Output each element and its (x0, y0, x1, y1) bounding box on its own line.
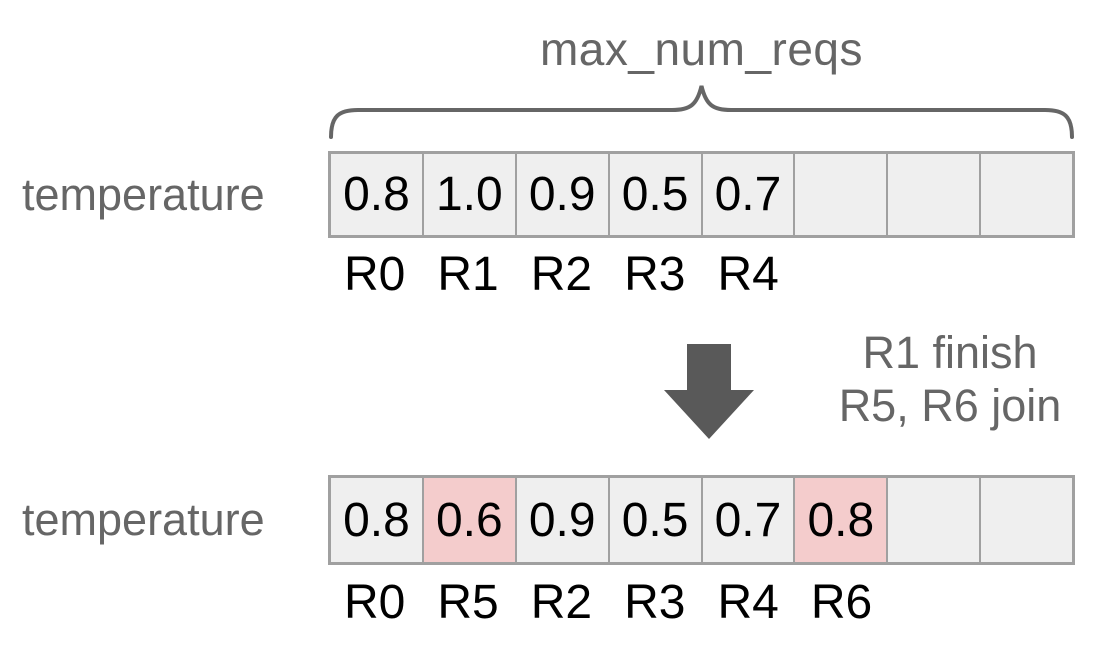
transition-note-line1: R1 finish (862, 327, 1038, 378)
max-num-reqs-label: max_num_reqs (539, 23, 864, 75)
array-cell (793, 154, 887, 235)
request-label: R1 (437, 247, 499, 301)
transition-note: R1 finish R5, R6 join (800, 327, 1100, 432)
array-cell: 1.0 (421, 154, 515, 235)
request-label: R2 (530, 575, 593, 629)
array-cell: 0.7 (700, 154, 794, 235)
brace-icon (329, 85, 1074, 139)
request-label: R3 (624, 247, 686, 301)
down-arrow-icon (664, 344, 754, 439)
array-cell (886, 154, 980, 235)
array-cell (979, 478, 1072, 562)
temperature-array-top: 0.8 1.0 0.9 0.5 0.7 (328, 151, 1075, 238)
request-label: R4 (717, 575, 779, 629)
array-cell: 0.6 (421, 478, 515, 562)
request-labels-top: R0 R1 R2 R3 R4 (328, 247, 1075, 301)
request-labels-bottom: R0 R5 R2 R3 R4 R6 (328, 575, 1075, 629)
array-cell: 0.9 (514, 154, 608, 235)
array-cell: 0.5 (607, 154, 701, 235)
request-label: R2 (530, 247, 593, 301)
array-cell: 0.8 (331, 154, 422, 235)
array-cell (979, 154, 1072, 235)
request-label: R4 (717, 247, 779, 301)
temperature-array-bottom: 0.8 0.6 0.9 0.5 0.7 0.8 (328, 475, 1075, 565)
temperature-label-top: temperature (22, 168, 265, 220)
request-label: R6 (810, 575, 873, 629)
array-cell: 0.8 (793, 478, 887, 562)
array-cell: 0.8 (331, 478, 422, 562)
request-label (982, 247, 1075, 301)
request-label (888, 247, 981, 301)
transition-note-line2: R5, R6 join (838, 379, 1062, 431)
array-cell (886, 478, 980, 562)
request-label: R0 (344, 575, 406, 629)
request-label: R5 (437, 575, 499, 629)
temperature-label-bottom: temperature (22, 494, 265, 545)
request-label: R0 (344, 247, 406, 301)
request-label (982, 575, 1075, 629)
array-cell: 0.5 (607, 478, 701, 562)
request-label: R3 (624, 575, 686, 629)
array-cell: 0.7 (700, 478, 794, 562)
array-cell: 0.9 (514, 478, 608, 562)
request-label (888, 575, 981, 629)
request-label (795, 247, 888, 301)
